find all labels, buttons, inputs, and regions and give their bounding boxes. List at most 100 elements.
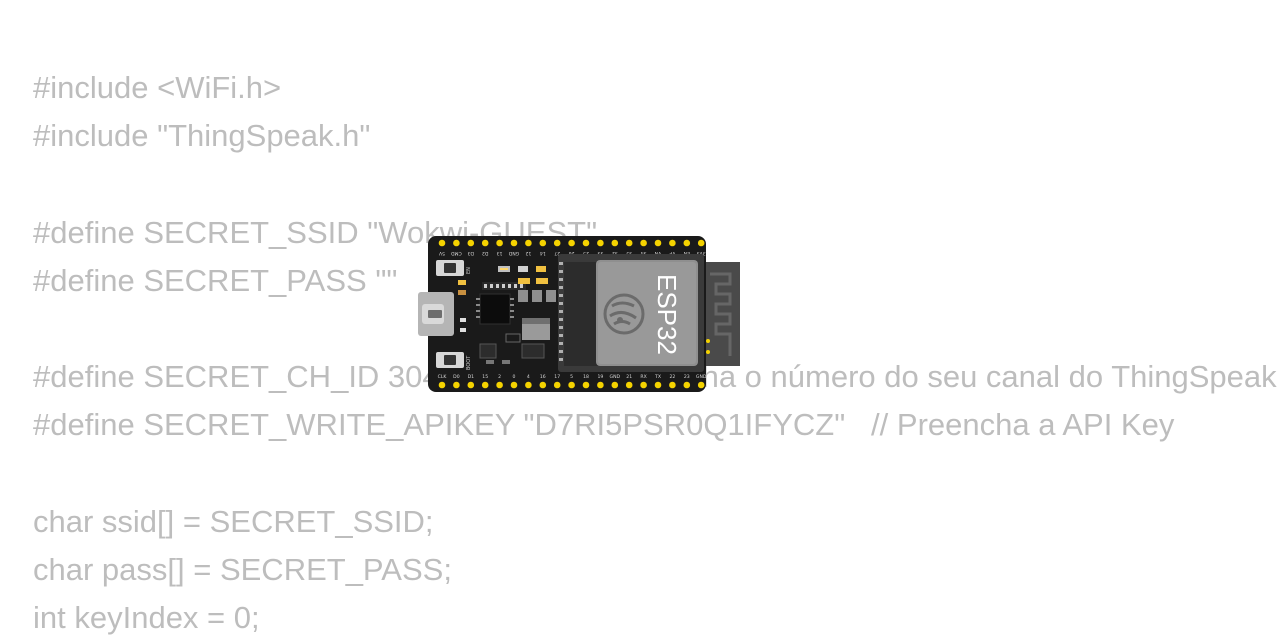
pin-top-0[interactable] [438, 239, 446, 247]
pin-bottom-8[interactable] [553, 381, 561, 389]
code-line: #define SECRET_WRITE_APIKEY "D7RI5PSR0Q1… [33, 407, 1175, 443]
pin-bottom-17[interactable] [683, 381, 691, 389]
boot-button-label: BOOT [466, 355, 472, 370]
pin-label: 26 [569, 250, 575, 256]
pin-top-9[interactable] [568, 239, 575, 247]
pin-label: 27 [554, 250, 560, 256]
pin-top-8[interactable] [553, 239, 561, 247]
pin-label: 5V [438, 250, 445, 256]
pin-label: RX [640, 374, 646, 380]
pin-bottom-12[interactable] [611, 381, 619, 389]
pin-top-10[interactable] [582, 239, 590, 247]
pin-label: CLK [438, 374, 448, 380]
pin-label: D3 [467, 250, 474, 256]
pin-label: CMD [451, 250, 462, 256]
code-line: #include "ThingSpeak.h" [33, 118, 371, 154]
pin-labels-bottom: CLK D0 D1 15 2 0 4 16 17 5 18 19 GND 21 RX TX 22 23 GND [438, 374, 707, 380]
pin-label: GND [508, 250, 519, 256]
pin-label: EN [684, 250, 690, 256]
pin-label: 23 [684, 374, 690, 380]
pin-label: 13 [497, 250, 503, 256]
pin-label: 14 [540, 250, 546, 256]
pin-label: TX [654, 374, 661, 380]
smd-components [458, 266, 556, 364]
code-line: #define SECRET_SSID "Wokwi-GUEST" [33, 214, 598, 250]
pin-top-14[interactable] [640, 239, 647, 247]
pin-bottom-18[interactable] [697, 381, 705, 389]
pin-bottom-4[interactable] [496, 381, 503, 389]
pin-top-12[interactable] [611, 239, 619, 247]
pin-bottom-13[interactable] [625, 381, 633, 389]
pin-label: D0 [453, 374, 460, 380]
code-line: char ssid[] = SECRET_SSID; [33, 503, 434, 539]
pin-bottom-1[interactable] [453, 381, 460, 389]
pin-label: GND [610, 374, 621, 380]
pin-label: 12 [525, 250, 531, 256]
pin-label: 15 [482, 374, 488, 380]
pin-label: VP [669, 250, 675, 256]
pin-label: 21 [626, 374, 632, 380]
pin-top-5[interactable] [510, 239, 518, 247]
code-line: char pass[] = SECRET_PASS; [33, 551, 452, 587]
pin-label: D1 [468, 374, 475, 380]
pin-top-2[interactable] [467, 239, 475, 247]
code-line: #include <WiFi.h> [33, 70, 282, 105]
pin-top-4[interactable] [496, 239, 503, 247]
pin-label: 5 [570, 374, 573, 380]
pin-top-7[interactable] [539, 239, 547, 247]
pin-bottom-3[interactable] [481, 381, 489, 389]
pin-label: 33 [597, 250, 603, 256]
pin-top-15[interactable] [654, 239, 662, 247]
pin-bottom-15[interactable] [654, 381, 662, 389]
pin-top-18[interactable] [697, 239, 705, 247]
code-line: #define SECRET_PASS "" [33, 262, 398, 298]
pin-top-3[interactable] [481, 239, 489, 247]
pin-label: VN [655, 250, 662, 256]
pin-bottom-7[interactable] [539, 381, 547, 389]
pin-bottom-5[interactable] [510, 381, 518, 389]
pin-bottom-16[interactable] [669, 381, 676, 389]
pin-label: 17 [554, 374, 560, 380]
pin-top-1[interactable] [453, 239, 460, 247]
pin-label: 22 [669, 374, 675, 380]
pin-bottom-14[interactable] [640, 381, 647, 389]
pin-label: 32 [612, 250, 618, 256]
pin-bottom-2[interactable] [467, 381, 475, 389]
pin-label: 18 [583, 374, 589, 380]
pin-header-bottom [438, 381, 705, 389]
pin-label: 4 [527, 374, 530, 380]
pin-label: GND [696, 374, 707, 380]
espressif-logo-icon [603, 293, 645, 335]
pin-top-6[interactable] [525, 239, 532, 247]
usb-uart-chip [479, 293, 511, 325]
pin-label: D2 [482, 250, 489, 256]
pin-top-17[interactable] [683, 239, 691, 247]
pin-label: 16 [540, 374, 546, 380]
en-button-label: EN [466, 267, 472, 274]
pin-bottom-9[interactable] [568, 381, 575, 389]
code-background: #include <WiFi.h> #include "ThingSpeak.h"… [33, 64, 1277, 635]
pin-bottom-0[interactable] [438, 381, 446, 389]
pin-bottom-10[interactable] [582, 381, 590, 389]
pin-top-16[interactable] [669, 239, 676, 247]
pin-label: 2 [498, 374, 501, 380]
chip-label: ESP32 [652, 274, 682, 355]
pin-label: 35 [626, 250, 632, 256]
pin-bottom-6[interactable] [525, 381, 532, 389]
pin-bottom-11[interactable] [597, 381, 604, 389]
pin-top-13[interactable] [625, 239, 633, 247]
pin-header-top [438, 239, 705, 247]
pin-label: 19 [597, 374, 603, 380]
pin-top-11[interactable] [597, 239, 604, 247]
pin-label: 0 [513, 374, 516, 380]
code-line: int keyIndex = 0; [33, 600, 260, 636]
pin-label: 34 [641, 250, 647, 256]
wokwi-project-preview: #include <WiFi.h> #include "ThingSpeak.h"… [33, 64, 1277, 636]
antenna-trace-icon [710, 272, 732, 356]
code-line [33, 160, 1168, 208]
pin-label: 3V3 [697, 250, 706, 256]
code-line [33, 450, 1168, 498]
